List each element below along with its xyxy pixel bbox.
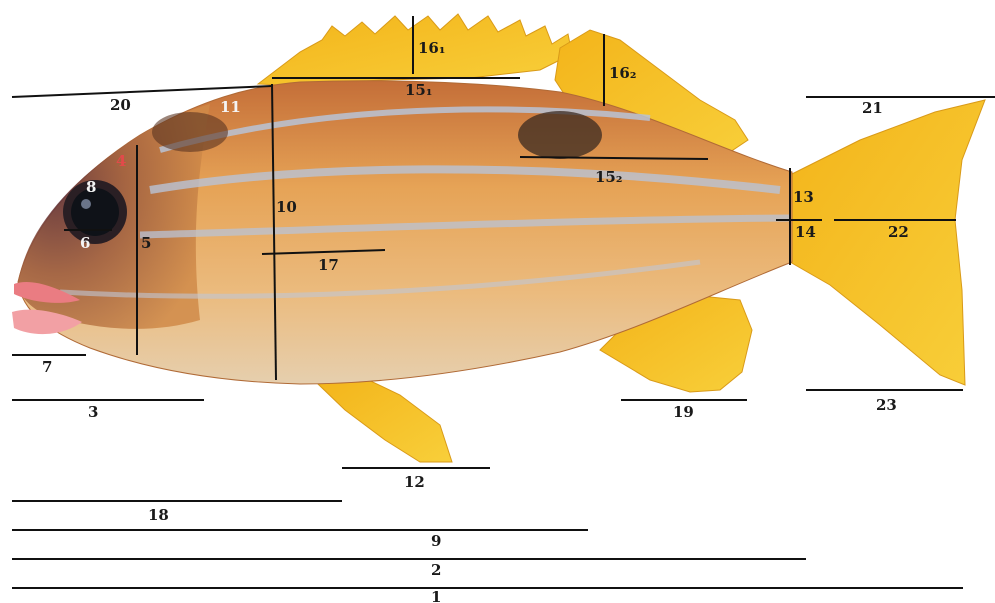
label-10: 10 [276, 198, 297, 216]
label-16-2: 16₂ [609, 64, 636, 82]
label-21: 21 [862, 99, 883, 117]
spiny-dorsal-fin [258, 14, 572, 86]
shoulder-blotch [152, 112, 228, 152]
label-20: 20 [110, 96, 131, 114]
label-4: 4 [116, 152, 126, 170]
label-2: 2 [431, 561, 441, 579]
label-14: 14 [795, 223, 816, 241]
label-6: 6 [80, 234, 90, 252]
label-19: 19 [673, 403, 694, 421]
label-23: 23 [876, 396, 897, 414]
label-7: 7 [42, 358, 52, 376]
label-11: 11 [220, 98, 241, 116]
label-15-2: 15₂ [595, 168, 622, 186]
label-9: 9 [431, 532, 441, 550]
eye-highlight [81, 199, 91, 209]
pelvic-fin [318, 376, 452, 462]
label-13: 13 [793, 188, 814, 206]
label-5: 5 [141, 234, 151, 252]
label-17: 17 [318, 256, 339, 274]
label-16-1: 16₁ [418, 39, 445, 57]
label-8: 8 [86, 178, 96, 196]
label-18: 18 [148, 506, 169, 524]
caudal-fin [790, 100, 985, 385]
label-1: 1 [431, 588, 441, 603]
label-22: 22 [888, 223, 909, 241]
label-3: 3 [88, 403, 98, 421]
label-15-1: 15₁ [405, 81, 432, 99]
lateral-spot [518, 111, 602, 159]
label-12: 12 [404, 473, 425, 491]
